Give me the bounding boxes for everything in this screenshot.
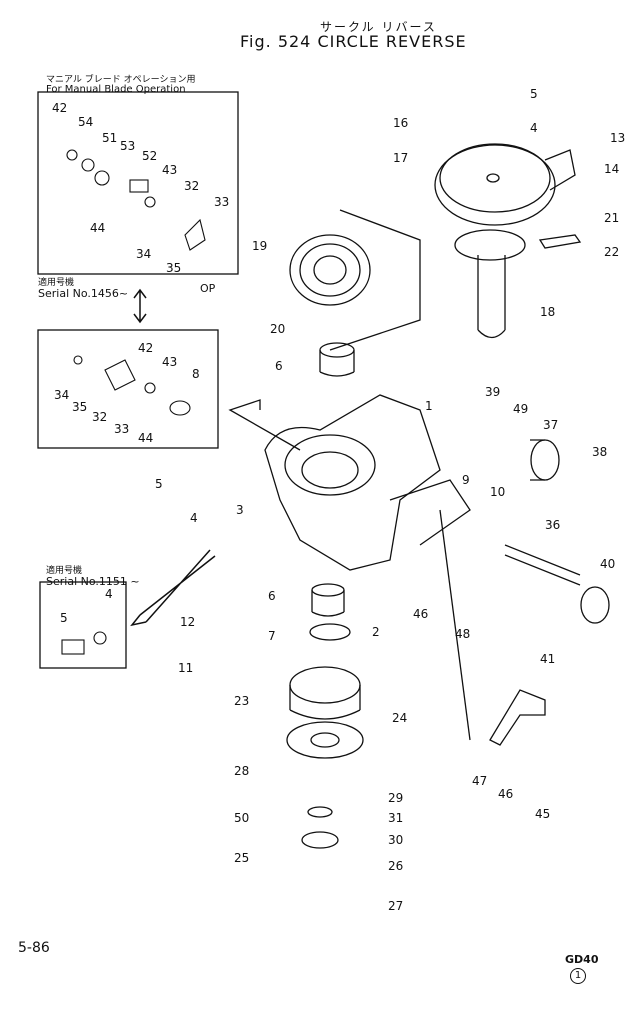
callout-33-inset: 33 <box>214 195 229 209</box>
callout-31: 31 <box>388 811 403 825</box>
callout-34-inset2: 34 <box>54 388 69 402</box>
callout-8: 8 <box>192 367 200 381</box>
callout-13: 13 <box>610 131 625 145</box>
callout-38: 38 <box>592 445 607 459</box>
inset-frame-manual-blade <box>37 91 239 275</box>
callout-47: 47 <box>472 774 487 788</box>
callout-43-inset: 43 <box>162 163 177 177</box>
callout-50: 50 <box>234 811 249 825</box>
callout-54: 54 <box>78 115 93 129</box>
callout-42-inset2: 42 <box>138 341 153 355</box>
coupling-40-shape <box>580 586 610 624</box>
callout-27: 27 <box>388 899 403 913</box>
inset-applicable-jp-2: 適用号機 <box>46 566 83 576</box>
callout-7: 7 <box>268 629 276 643</box>
bracket-shape <box>489 689 546 746</box>
callout-17: 17 <box>393 151 408 165</box>
callout-3: 3 <box>236 503 244 517</box>
callout-32-inset: 32 <box>184 179 199 193</box>
inset-manual-blade-jp: マニアル ブレード オペレーション用 <box>46 75 196 85</box>
inset-serial-1456: Serial No.1456~ <box>38 287 129 300</box>
inset-frame-serial-1456 <box>37 329 219 449</box>
callout-20: 20 <box>270 322 285 336</box>
shaft-flange-shape <box>454 229 526 261</box>
page-number: 5-86 <box>18 940 50 956</box>
callout-25: 25 <box>234 851 249 865</box>
callout-29: 29 <box>388 791 403 805</box>
callout-11: 11 <box>178 661 193 675</box>
callout-10: 10 <box>490 485 505 499</box>
callout-53: 53 <box>120 139 135 153</box>
callout-46-lower: 46 <box>498 787 513 801</box>
callout-35-inset: 35 <box>166 261 181 275</box>
callout-5-inset3: 5 <box>60 611 68 625</box>
callout-18: 18 <box>540 305 555 319</box>
callout-49: 49 <box>513 402 528 416</box>
callout-22: 22 <box>604 245 619 259</box>
callout-26: 26 <box>388 859 403 873</box>
revision-badge: 1 <box>570 968 586 984</box>
inset-op-label: OP <box>200 282 216 295</box>
callout-2: 2 <box>372 625 380 639</box>
inset-frame-serial-1151 <box>39 581 127 669</box>
coupling-shape <box>530 439 560 481</box>
callout-44-inset2: 44 <box>138 431 153 445</box>
callout-21: 21 <box>604 211 619 225</box>
model-code: GD40 <box>565 953 599 966</box>
callout-45: 45 <box>535 807 550 821</box>
callout-16: 16 <box>393 116 408 130</box>
callout-36: 36 <box>545 518 560 532</box>
callout-52: 52 <box>142 149 157 163</box>
callout-5-mid: 5 <box>155 477 163 491</box>
callout-23: 23 <box>234 694 249 708</box>
gear-shape <box>289 234 371 306</box>
callout-39: 39 <box>485 385 500 399</box>
callout-40: 40 <box>600 557 615 571</box>
callout-35-inset2: 35 <box>72 400 87 414</box>
callout-9: 9 <box>462 473 470 487</box>
callout-46-mid: 46 <box>413 607 428 621</box>
figure-title: Fig. 524 CIRCLE REVERSE <box>240 32 467 51</box>
callout-43-inset2: 43 <box>162 355 177 369</box>
callout-14: 14 <box>604 162 619 176</box>
callout-4-inset3: 4 <box>105 587 113 601</box>
ring-gear-shape <box>289 666 361 704</box>
callout-28: 28 <box>234 764 249 778</box>
callout-51: 51 <box>102 131 117 145</box>
callout-37: 37 <box>543 418 558 432</box>
callout-33-inset2: 33 <box>114 422 129 436</box>
pointer-arrow-icon <box>130 549 216 627</box>
callout-32-inset2: 32 <box>92 410 107 424</box>
callout-5: 5 <box>530 87 538 101</box>
inset-applicable-jp-1: 適用号機 <box>38 278 75 288</box>
callout-6-upper: 6 <box>275 359 283 373</box>
shaft-shape <box>477 255 506 339</box>
callout-4: 4 <box>530 121 538 135</box>
callout-4-mid: 4 <box>190 511 198 525</box>
inset-manual-blade-en: For Manual Blade Operation <box>46 84 186 95</box>
callout-6-lower: 6 <box>268 589 276 603</box>
callout-12: 12 <box>180 615 195 629</box>
title-japanese: サークル リバース <box>320 20 437 34</box>
callout-48: 48 <box>455 627 470 641</box>
callout-34-inset: 34 <box>136 247 151 261</box>
callout-30: 30 <box>388 833 403 847</box>
callout-41: 41 <box>540 652 555 666</box>
housing-shape <box>264 394 441 571</box>
callout-1: 1 <box>425 399 433 413</box>
callout-42-inset: 42 <box>52 101 67 115</box>
cover-plate-shape <box>434 144 556 226</box>
double-arrow-icon <box>133 288 147 324</box>
callout-19: 19 <box>252 239 267 253</box>
callout-44-inset: 44 <box>90 221 105 235</box>
callout-24: 24 <box>392 711 407 725</box>
